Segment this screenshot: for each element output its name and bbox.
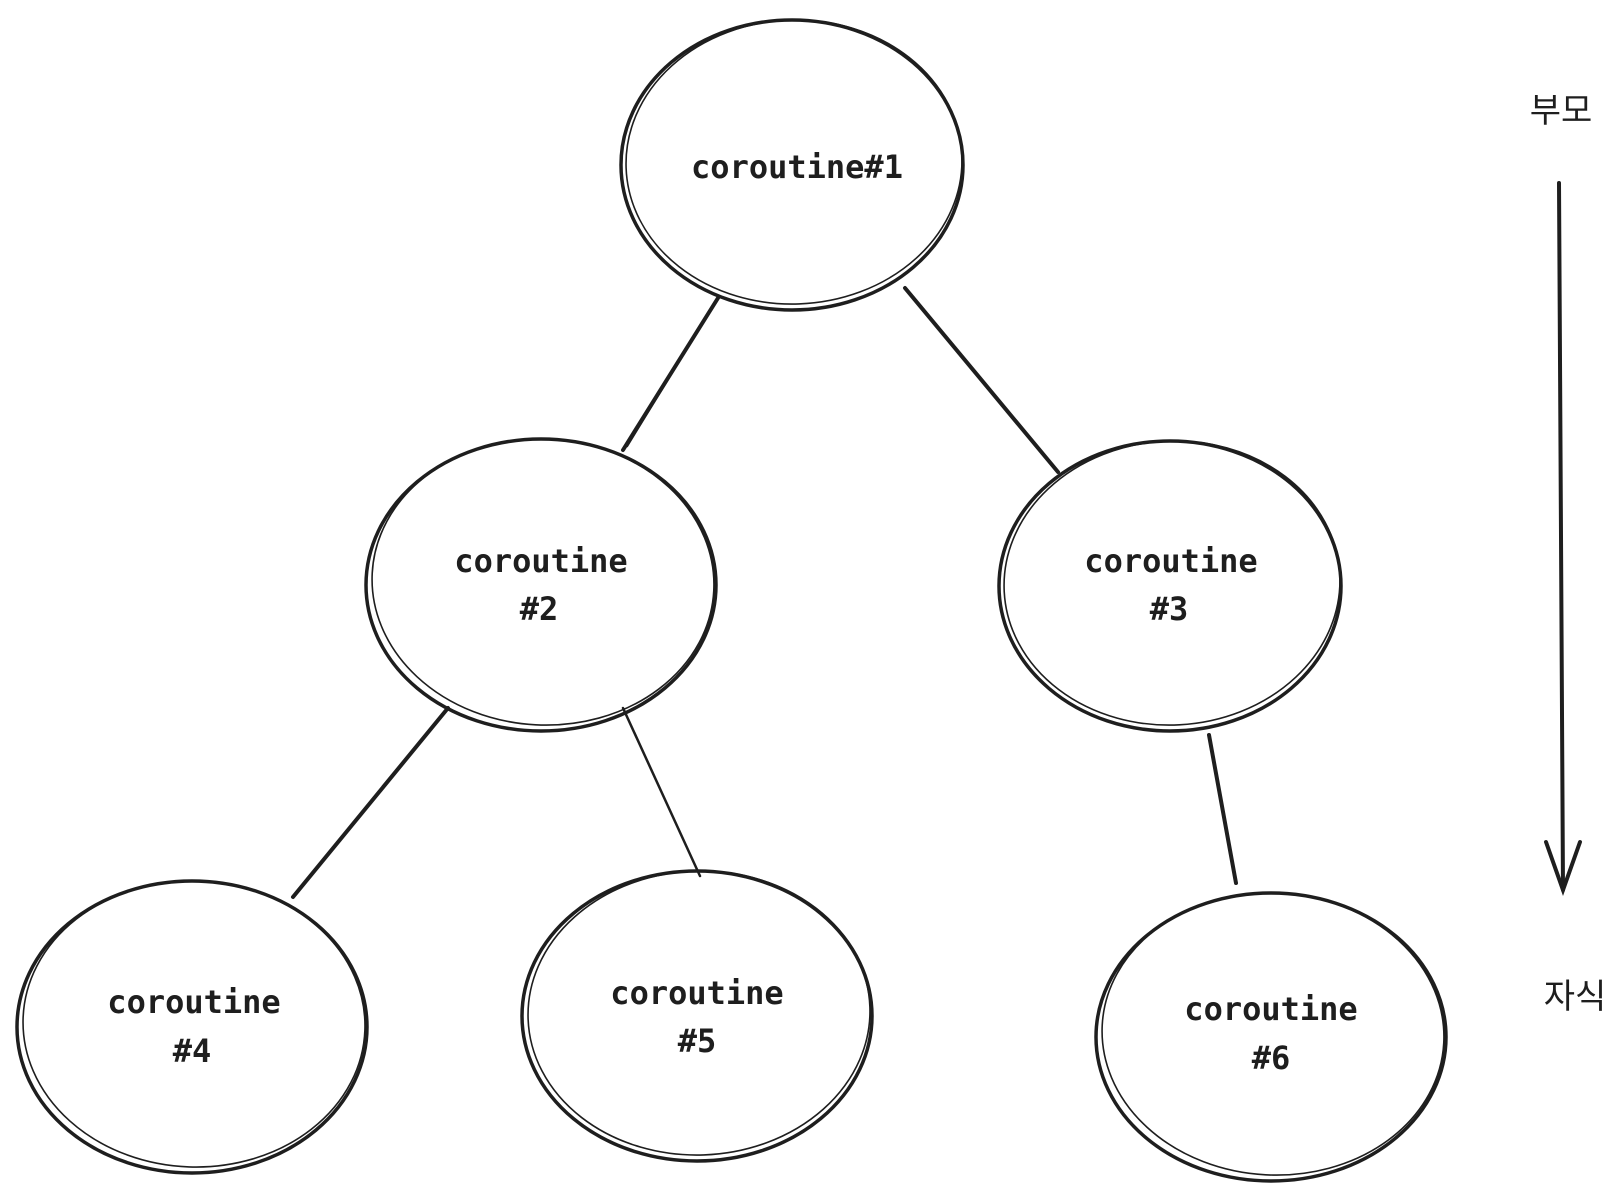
node-ellipse-sketch — [371, 438, 715, 726]
node-label-line-2: #4 — [173, 1032, 212, 1070]
node-coroutine-5: coroutine #5 — [520, 869, 874, 1163]
edge-n1-n3-sketch — [907, 290, 1057, 470]
edge-n2-n4 — [291, 706, 450, 899]
node-label-line-1: coroutine — [454, 542, 627, 580]
node-ellipse-sketch — [1003, 440, 1341, 726]
node-ellipse-sketch — [625, 19, 963, 305]
node-coroutine-4: coroutine #4 — [15, 879, 369, 1175]
parent-label: 부모 — [1530, 91, 1593, 131]
edge-n2-n5 — [621, 706, 702, 878]
edges — [291, 286, 1238, 899]
hierarchy-indicator: 부모 자식 — [1530, 91, 1607, 1017]
edge-n3-n6 — [1207, 733, 1238, 885]
node-coroutine-2: coroutine #2 — [364, 437, 718, 733]
node-label-line-2: #2 — [520, 590, 559, 628]
node-coroutine-6: coroutine #6 — [1094, 891, 1448, 1183]
node-label-line-1: coroutine — [1184, 990, 1357, 1028]
node-label-line-2: #5 — [678, 1022, 717, 1060]
node-label-line-1: coroutine — [1084, 542, 1257, 580]
hierarchy-arrow-shaft — [1557, 181, 1565, 892]
node-label-line-1: coroutine — [107, 983, 280, 1021]
child-label: 자식 — [1544, 977, 1607, 1017]
node-ellipse-sketch — [22, 880, 366, 1168]
node-ellipse-sketch — [527, 870, 871, 1156]
node-label: coroutine#1 — [691, 148, 903, 186]
node-ellipse — [997, 439, 1343, 733]
node-label-line-1: coroutine — [610, 974, 783, 1012]
edge-n1-n2-sketch — [625, 300, 717, 448]
node-ellipse-sketch — [1101, 892, 1445, 1176]
node-label-line-2: #3 — [1150, 590, 1189, 628]
node-label-line-2: #6 — [1252, 1039, 1291, 1077]
node-ellipse — [520, 869, 874, 1163]
node-coroutine-3: coroutine #3 — [997, 439, 1343, 733]
arrow-down-icon — [1544, 840, 1582, 896]
node-coroutine-1: coroutine#1 — [619, 18, 965, 312]
